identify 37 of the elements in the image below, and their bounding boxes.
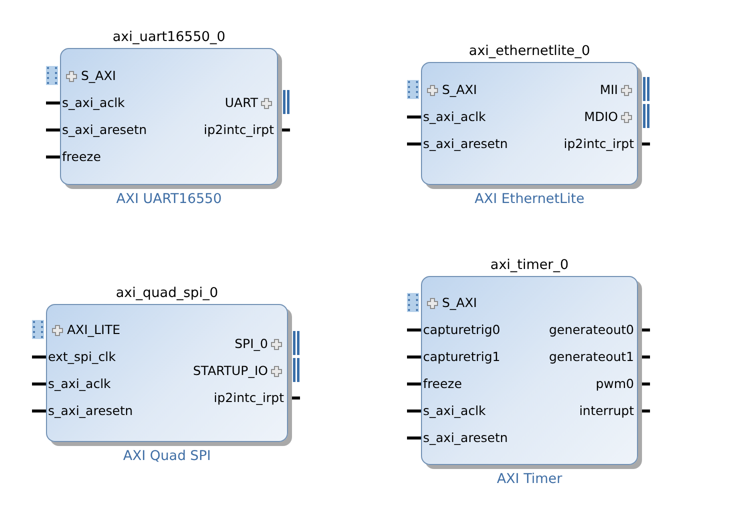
port-name: s_axi_aresetn bbox=[62, 122, 147, 138]
port-name: s_axi_aclk bbox=[423, 403, 486, 419]
ip-name: AXI Quad SPI bbox=[122, 448, 212, 464]
port-name: capturetrig1 bbox=[423, 349, 500, 365]
instance-name: axi_ethernetlite_0 bbox=[468, 43, 592, 59]
port-name: UART bbox=[224, 95, 258, 111]
port-name: capturetrig0 bbox=[423, 322, 500, 338]
port-name: pwm0 bbox=[596, 376, 634, 392]
port-name: ext_spi_clk bbox=[48, 349, 116, 365]
port-name: s_axi_aresetn bbox=[48, 403, 133, 419]
instance-name: axi_quad_spi_0 bbox=[114, 285, 220, 301]
ip-name: AXI UART16550 bbox=[115, 191, 223, 207]
port-name: MII bbox=[600, 82, 618, 98]
port-name: freeze bbox=[62, 149, 101, 165]
ip-name: AXI Timer bbox=[496, 471, 564, 487]
port-name: interrupt bbox=[579, 403, 634, 419]
port-name: s_axi_aclk bbox=[62, 95, 125, 111]
ip-name: AXI EthernetLite bbox=[474, 191, 586, 207]
port-name: ip2intc_irpt bbox=[564, 136, 634, 152]
instance-name: axi_timer_0 bbox=[489, 257, 570, 273]
port-name: S_AXI bbox=[442, 82, 477, 98]
port-name: STARTUP_IO bbox=[192, 363, 268, 379]
port-name: generateout0 bbox=[548, 322, 634, 338]
port-name: S_AXI bbox=[81, 68, 116, 84]
port-name: MDIO bbox=[584, 109, 618, 125]
port-name: s_axi_aresetn bbox=[423, 430, 508, 446]
port-name: ip2intc_irpt bbox=[204, 122, 274, 138]
port-name: SPI_0 bbox=[234, 336, 268, 352]
port-name: freeze bbox=[423, 376, 462, 392]
port-name: AXI_LITE bbox=[67, 322, 120, 338]
port-name: s_axi_aresetn bbox=[423, 136, 508, 152]
port-name: S_AXI bbox=[442, 295, 477, 311]
port-name: s_axi_aclk bbox=[48, 376, 111, 392]
port-name: generateout1 bbox=[548, 349, 634, 365]
instance-name: axi_uart16550_0 bbox=[112, 29, 226, 45]
port-name: s_axi_aclk bbox=[423, 109, 486, 125]
port-name: ip2intc_irpt bbox=[214, 390, 284, 406]
